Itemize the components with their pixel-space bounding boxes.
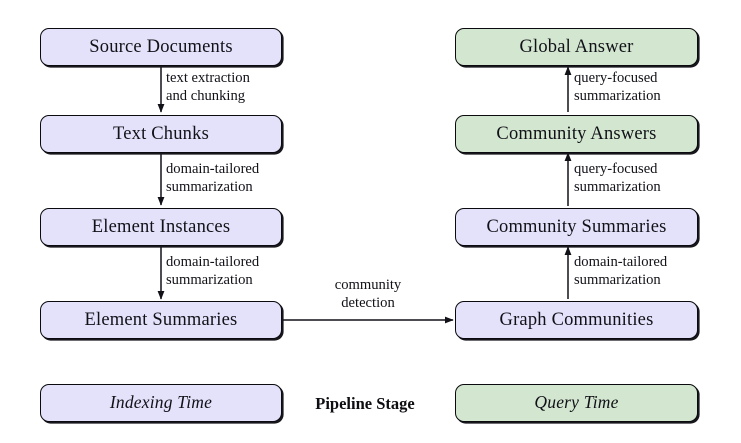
node-element-summaries[interactable]: Element Summaries [40, 301, 282, 339]
edge-label-text-extraction-line2: and chunking [166, 87, 246, 104]
edge-label-query-focused-1-line2: summarization [574, 87, 661, 104]
node-global-answer[interactable]: Global Answer [455, 28, 698, 66]
edge-label-query-focused-1: query-focused summarization [574, 70, 661, 105]
edge-label-domain-tailored-1-line2: summarization [166, 178, 253, 195]
edge-label-text-extraction-line1: text extraction [166, 70, 250, 86]
edge-label-domain-tailored-3: domain-tailored summarization [574, 254, 667, 289]
legend-pipeline-stage-label: Pipeline Stage [315, 394, 415, 413]
edge-label-text-extraction: text extraction and chunking [166, 70, 250, 105]
edge-label-domain-tailored-3-line2: summarization [574, 271, 661, 288]
node-text-chunks-label: Text Chunks [113, 123, 209, 144]
edge-label-query-focused-2-line1: query-focused [574, 161, 658, 177]
node-graph-communities[interactable]: Graph Communities [455, 301, 698, 339]
node-community-answers[interactable]: Community Answers [455, 115, 698, 153]
edge-label-query-focused-1-line1: query-focused [574, 70, 658, 86]
edge-label-domain-tailored-3-line1: domain-tailored [574, 254, 668, 270]
edge-label-domain-tailored-1: domain-tailored summarization [166, 161, 259, 196]
edge-label-community-detection-line1: community [334, 277, 402, 293]
node-element-summaries-label: Element Summaries [84, 309, 238, 330]
node-graph-communities-label: Graph Communities [499, 309, 654, 330]
edge-label-domain-tailored-2-line1: domain-tailored [166, 254, 260, 270]
node-source-documents[interactable]: Source Documents [40, 28, 282, 66]
edge-label-community-detection: community detection [318, 277, 418, 312]
node-text-chunks[interactable]: Text Chunks [40, 115, 282, 153]
legend-indexing-time[interactable]: Indexing Time [40, 384, 282, 422]
legend-query-time-label: Query Time [534, 392, 619, 413]
node-element-instances[interactable]: Element Instances [40, 208, 282, 246]
node-source-documents-label: Source Documents [89, 36, 233, 57]
edge-label-domain-tailored-1-line1: domain-tailored [166, 161, 260, 177]
node-community-summaries[interactable]: Community Summaries [455, 208, 698, 246]
node-community-answers-label: Community Answers [496, 123, 657, 144]
node-global-answer-label: Global Answer [519, 36, 634, 57]
legend-indexing-time-label: Indexing Time [109, 392, 213, 413]
edge-label-community-detection-line2: detection [341, 294, 395, 311]
edge-label-domain-tailored-2: domain-tailored summarization [166, 254, 259, 289]
legend-query-time[interactable]: Query Time [455, 384, 698, 422]
edge-label-query-focused-2: query-focused summarization [574, 161, 661, 196]
node-element-instances-label: Element Instances [91, 216, 231, 237]
node-community-summaries-label: Community Summaries [486, 216, 667, 237]
edge-label-domain-tailored-2-line2: summarization [166, 271, 253, 288]
legend-pipeline-stage: Pipeline Stage [295, 394, 435, 414]
edge-label-query-focused-2-line2: summarization [574, 178, 661, 195]
